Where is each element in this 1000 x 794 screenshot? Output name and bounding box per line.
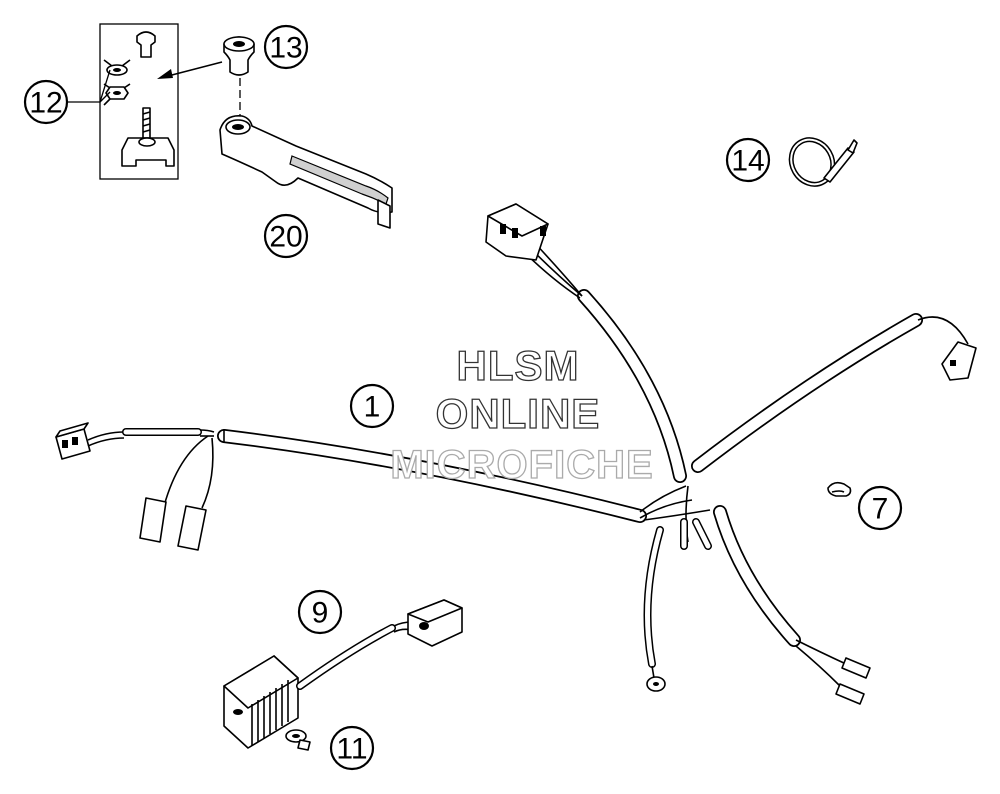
watermark-line-1: HLSM (457, 342, 580, 389)
part-13-grommet (223, 36, 255, 118)
part-20-bracket (219, 114, 393, 229)
callout-12: 12 (23, 79, 69, 125)
callout-circle (329, 725, 375, 771)
callout-layer: 1 7 9 11 12 13 14 20 (23, 24, 903, 771)
callout-label: 9 (312, 597, 329, 630)
callout-label: 11 (336, 733, 367, 766)
callout-label: 7 (872, 493, 889, 526)
callout-1: 1 (349, 383, 395, 429)
callout-label: 12 (29, 87, 62, 120)
callout-label: 20 (269, 221, 302, 254)
watermark-line-2: ONLINE (436, 390, 601, 437)
part-12-switch-assembly (99, 23, 223, 180)
callout-20: 20 (263, 213, 309, 259)
part-14-cable-tie (788, 137, 858, 187)
callout-11: 11 (329, 725, 375, 771)
part-7-clip (827, 481, 852, 497)
callout-label: 13 (269, 32, 302, 65)
watermark-line-3: MICROFICHE (390, 443, 653, 487)
callout-circle (725, 137, 771, 183)
callout-9: 9 (297, 589, 343, 635)
callout-leaders (68, 69, 111, 103)
callout-circle (23, 79, 69, 125)
callout-circle (297, 589, 343, 635)
callout-7: 7 (857, 485, 903, 531)
callout-13: 13 (263, 24, 309, 70)
part-9-regulator (223, 599, 463, 749)
part-1-wiring-harness (55, 203, 977, 705)
callout-circle (263, 24, 309, 70)
callout-label: 1 (364, 391, 381, 424)
watermark: HLSM ONLINE MICROFICHE (390, 341, 654, 487)
part-11-screw (285, 729, 311, 751)
callout-14: 14 (725, 137, 771, 183)
callout-circle (349, 383, 395, 429)
callout-label: 14 (731, 145, 764, 178)
callout-circle (263, 213, 309, 259)
callout-circle (857, 485, 903, 531)
